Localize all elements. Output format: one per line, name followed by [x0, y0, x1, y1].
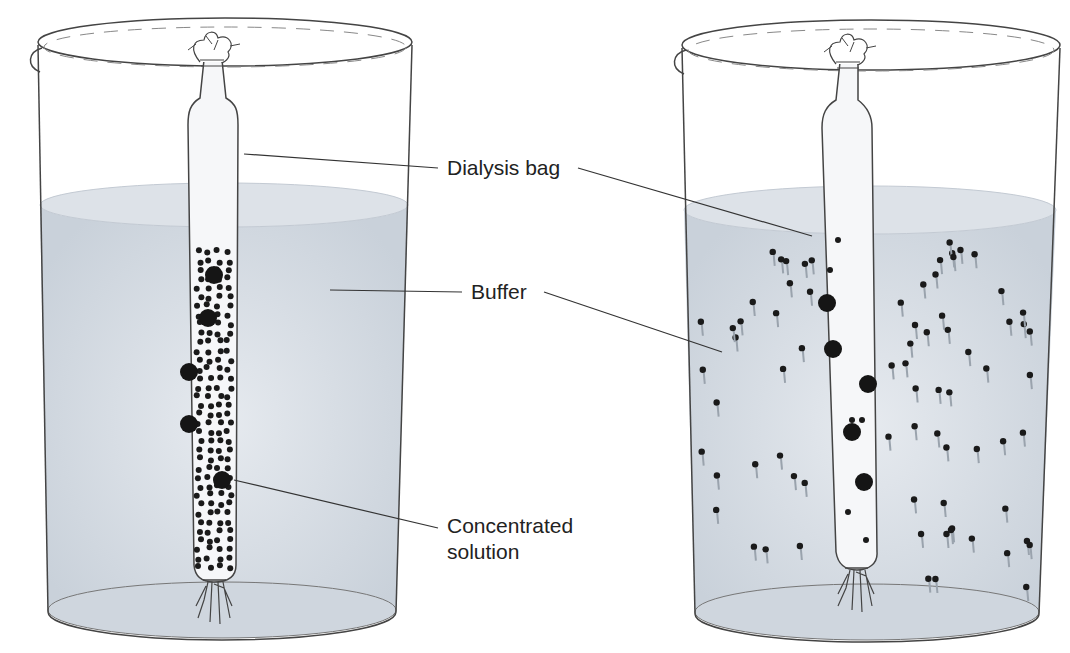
solute-particles [180, 237, 1033, 601]
callout-label: Buffer [471, 279, 561, 305]
leader-lines [234, 154, 812, 528]
callout-label: Concentrated solution [447, 513, 597, 566]
dialysis-bag-left [188, 32, 240, 624]
beaker-left [30, 18, 412, 640]
dialysis-bag-right [822, 34, 877, 612]
beaker-right [674, 20, 1060, 642]
callout-label: Dialysis bag [447, 155, 607, 181]
